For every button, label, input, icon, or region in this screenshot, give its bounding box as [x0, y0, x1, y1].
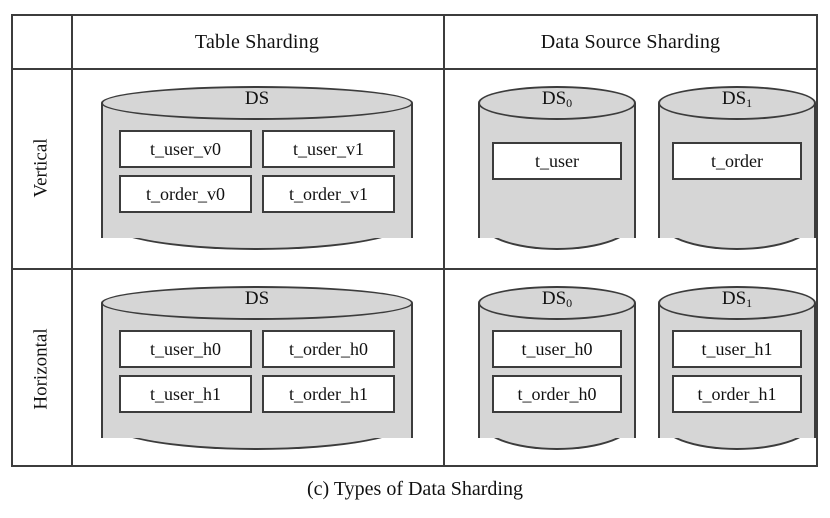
table-box: t_order [672, 142, 802, 180]
cylinder-label: DS0 [478, 288, 636, 310]
cylinder-body [658, 303, 816, 438]
cylinder-label: DS [101, 289, 413, 309]
table-box: t_user [492, 142, 622, 180]
table-box-grid: t_user [492, 142, 622, 180]
data-sharding-table: Table Sharding Data Source Sharding Vert… [11, 14, 818, 467]
cylinder-body [101, 303, 413, 438]
database-cylinder-ds: DS t_user_h0 t_order_h0 t_user_h1 t_orde… [101, 286, 413, 450]
cylinder-label: DS0 [478, 88, 636, 110]
table-box: t_order_h0 [262, 330, 395, 368]
database-cylinder-ds1: DS1 t_order [658, 86, 816, 250]
cylinder-top-ellipse [101, 86, 413, 120]
cylinder-label-subscript: 1 [746, 96, 753, 110]
cylinder-label-text: DS [244, 88, 270, 109]
cylinder-top-ellipse [478, 86, 636, 120]
table-box: t_order_v1 [262, 175, 395, 213]
table-box-grid: t_order [672, 142, 802, 180]
column-header-table-sharding: Table Sharding [194, 30, 320, 53]
header-row-divider [13, 68, 816, 70]
cylinder-label: DS1 [658, 288, 816, 310]
table-box: t_order_h1 [672, 375, 802, 413]
table-box: t_user_h0 [119, 330, 252, 368]
table-box-grid: t_user_h1 t_order_h1 [672, 330, 802, 413]
cylinder-label-subscript: 1 [746, 296, 753, 310]
database-cylinder-ds0: DS0 t_user [478, 86, 636, 250]
table-box: t_user_v0 [119, 130, 252, 168]
column-divider-row-labels [71, 16, 73, 465]
cylinder-top-ellipse [478, 286, 636, 320]
table-box-grid: t_user_h0 t_order_h0 [492, 330, 622, 413]
cell-vertical-table-sharding: DS t_user_v0 t_user_v1 t_order_v0 t_orde… [71, 68, 443, 268]
cylinder-label-text: DS [721, 288, 747, 309]
cylinder-top-ellipse [101, 286, 413, 320]
table-box-grid: t_user_h0 t_order_h0 t_user_h1 t_order_h… [119, 330, 395, 413]
cylinder-label-text: DS [541, 288, 567, 309]
cylinder-label-text: DS [721, 88, 747, 109]
column-header-data-source-sharding: Data Source Sharding [540, 30, 721, 53]
cylinder-label-text: DS [541, 88, 567, 109]
column-divider-middle [443, 16, 445, 465]
table-box: t_user_h1 [119, 375, 252, 413]
table-box: t_user_v1 [262, 130, 395, 168]
cell-horizontal-table-sharding: DS t_user_h0 t_order_h0 t_user_h1 t_orde… [71, 270, 443, 467]
cylinder-top-ellipse [658, 286, 816, 320]
table-box: t_order_h0 [492, 375, 622, 413]
figure-caption: (c) Types of Data Sharding [307, 478, 523, 500]
row-header-vertical: Vertical [13, 68, 71, 268]
database-cylinder-ds: DS t_user_v0 t_user_v1 t_order_v0 t_orde… [101, 86, 413, 250]
database-cylinder-ds0: DS0 t_user_h0 t_order_h0 [478, 286, 636, 450]
row-header-horizontal-label: Horizontal [31, 327, 53, 410]
row-divider-vertical-horizontal [13, 268, 816, 270]
cylinder-label-text: DS [244, 288, 270, 309]
cell-vertical-data-source-sharding: DS0 t_user DS1 t_order [443, 68, 818, 268]
row-header-vertical-label: Vertical [31, 138, 53, 198]
cylinder-label-subscript: 0 [566, 96, 573, 110]
table-box-grid: t_user_v0 t_user_v1 t_order_v0 t_order_v… [119, 130, 395, 213]
table-box: t_order_v0 [119, 175, 252, 213]
cylinder-body [101, 103, 413, 238]
database-cylinder-ds1: DS1 t_user_h1 t_order_h1 [658, 286, 816, 450]
cell-horizontal-data-source-sharding: DS0 t_user_h0 t_order_h0 DS1 t_user_h1 t… [443, 270, 818, 467]
row-header-horizontal: Horizontal [13, 270, 71, 467]
cylinder-body [478, 303, 636, 438]
table-box: t_order_h1 [262, 375, 395, 413]
cylinder-label: DS [101, 89, 413, 109]
table-box: t_user_h0 [492, 330, 622, 368]
cylinder-label-subscript: 0 [566, 296, 573, 310]
cylinder-top-ellipse [658, 86, 816, 120]
cylinder-label: DS1 [658, 88, 816, 110]
table-box: t_user_h1 [672, 330, 802, 368]
